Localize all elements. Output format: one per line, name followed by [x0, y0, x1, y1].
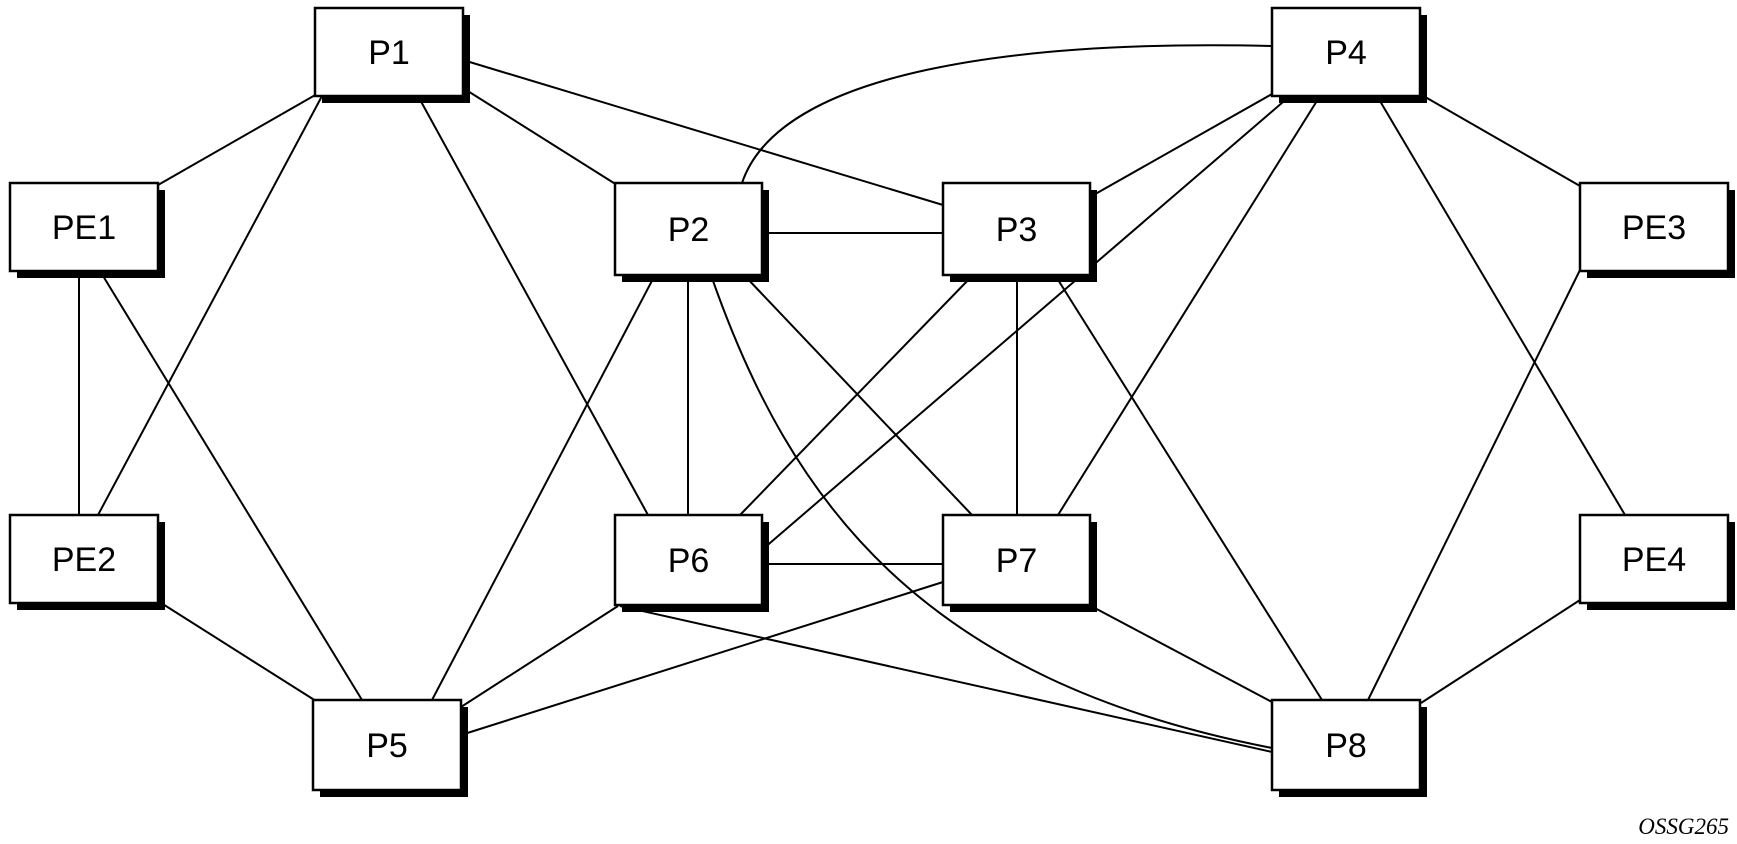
node-P8-box — [1270, 698, 1422, 792]
node-PE2-box — [8, 513, 160, 605]
edge-P2-P8 — [711, 277, 1273, 749]
node-P2-label: P2 — [668, 211, 710, 249]
edge-P7-P8 — [1090, 605, 1273, 703]
node-P7: P7 — [941, 513, 1097, 612]
edge-P5-P7 — [460, 581, 944, 736]
node-PE3-box — [1578, 181, 1730, 273]
edge-P3-P6 — [739, 274, 974, 516]
node-PE4-label: PE4 — [1622, 541, 1686, 579]
edge-P6-P8 — [619, 605, 1273, 753]
node-P4-label: P4 — [1325, 34, 1367, 72]
node-P3-box — [941, 181, 1092, 277]
edge-PE3-P8 — [1367, 269, 1581, 701]
node-P5: P5 — [311, 698, 468, 797]
node-P6-label: P6 — [668, 542, 710, 580]
edge-P1-PE2 — [97, 95, 323, 516]
node-P1: P1 — [313, 6, 470, 103]
node-PE4-box — [1578, 513, 1730, 605]
edge-P2-P5 — [431, 274, 656, 701]
node-P7-label: P7 — [996, 542, 1038, 580]
node-P2: P2 — [613, 181, 769, 282]
node-PE3: PE3 — [1578, 181, 1735, 278]
edge-PE2-P5 — [157, 600, 317, 702]
edge-PE4-P8 — [1420, 599, 1581, 704]
edge-P4-PE3 — [1419, 93, 1581, 187]
node-P4-box — [1270, 6, 1422, 98]
node-P8-label: P8 — [1325, 727, 1367, 765]
node-PE1: PE1 — [8, 181, 165, 278]
edge-P1-PE1 — [157, 93, 318, 186]
edge-P3-P4 — [1089, 93, 1273, 198]
node-P8: P8 — [1270, 698, 1427, 797]
node-P1-box — [313, 6, 465, 98]
node-P6-box — [613, 513, 764, 607]
node-PE3-label: PE3 — [1622, 209, 1686, 247]
edge-P1-P2 — [462, 87, 618, 186]
edge-P1-P3 — [462, 59, 944, 206]
edge-P2-P4 — [741, 44, 1273, 184]
node-P3-label: P3 — [996, 211, 1038, 249]
edge-P4-P6 — [762, 95, 1291, 550]
figure-code: OSSG265 — [1638, 814, 1729, 839]
edge-P3-P8 — [1054, 274, 1323, 701]
edge-P1-P6 — [417, 95, 649, 516]
node-PE2: PE2 — [8, 513, 165, 610]
node-PE1-label: PE1 — [52, 209, 116, 247]
edge-P5-P6 — [460, 605, 619, 708]
edge-P2-P7 — [743, 274, 973, 516]
node-P2-box — [613, 181, 764, 277]
node-PE4: PE4 — [1578, 513, 1735, 610]
node-P5-box — [311, 698, 463, 792]
node-P6: P6 — [613, 513, 769, 612]
edge-P4-P7 — [1057, 95, 1321, 516]
node-P1-label: P1 — [368, 34, 410, 72]
edge-P4-PE4 — [1376, 95, 1626, 516]
edge-PE1-P5 — [99, 270, 363, 701]
node-PE1-box — [8, 181, 160, 273]
node-P7-box — [941, 513, 1092, 607]
node-P4: P4 — [1270, 6, 1427, 103]
node-P5-label: P5 — [366, 727, 408, 765]
node-P3: P3 — [941, 181, 1097, 282]
node-PE2-label: PE2 — [52, 541, 116, 579]
